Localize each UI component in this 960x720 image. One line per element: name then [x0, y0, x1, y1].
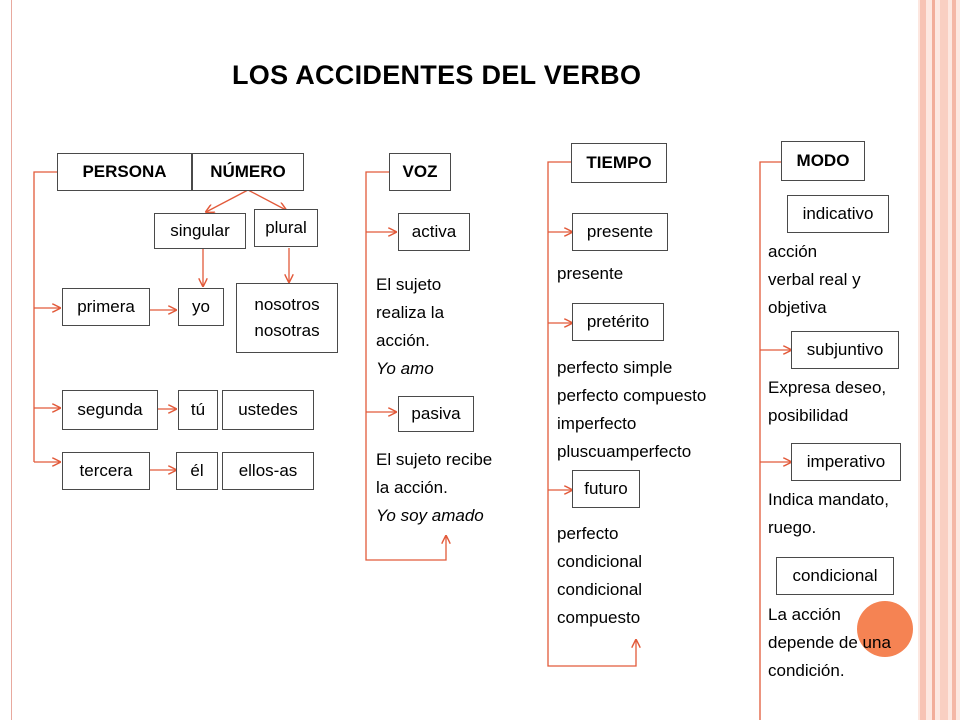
indicativo-desc-line: objetiva — [768, 298, 827, 317]
futuro-subitem: condicional — [557, 552, 643, 571]
el-box: él — [176, 452, 218, 490]
imperativo-desc-line: ruego. — [768, 518, 817, 537]
pasiva-desc-line: El sujeto recibe — [376, 450, 493, 469]
nosotros-box: nosotros nosotras — [236, 283, 338, 353]
futuro-subitems: perfecto condicional condicional compues… — [557, 520, 642, 632]
page-title: LOS ACCIDENTES DEL VERBO — [232, 60, 642, 90]
left-frame-border — [0, 0, 12, 720]
imperativo-desc-line: Indica mandato, — [768, 490, 889, 509]
nosotros-text: nosotros — [254, 295, 320, 314]
indicativo-desc-line: verbal real y — [768, 270, 861, 289]
activa-description: El sujeto realiza la acción. Yo amo — [376, 271, 444, 383]
pasiva-example: Yo soy amado — [376, 506, 484, 525]
segunda-box: segunda — [62, 390, 158, 430]
presente-box: presente — [572, 213, 668, 251]
presente-subitems: presente — [557, 260, 623, 288]
modo-header: MODO — [781, 141, 865, 181]
futuro-subitem: condicional — [557, 580, 643, 599]
persona-header: PERSONA — [57, 153, 192, 191]
plural-box: plural — [254, 209, 318, 247]
imperativo-description: Indica mandato, ruego. — [768, 486, 889, 542]
subjuntivo-box: subjuntivo — [791, 331, 899, 369]
futuro-subitem: compuesto — [557, 608, 641, 627]
ustedes-box: ustedes — [222, 390, 314, 430]
indicativo-description: acción verbal real y objetiva — [768, 238, 861, 322]
condicional-box: condicional — [776, 557, 894, 595]
condicional-desc-line: depende de una — [768, 633, 891, 652]
numero-header: NÚMERO — [192, 153, 304, 191]
voz-header: VOZ — [389, 153, 451, 191]
activa-example: Yo amo — [376, 359, 434, 378]
tiempo-header: TIEMPO — [571, 143, 667, 183]
preterito-subitem: pluscuamperfecto — [557, 442, 692, 461]
indicativo-box: indicativo — [787, 195, 889, 233]
singular-box: singular — [154, 213, 246, 249]
nosotras-text: nosotras — [254, 321, 320, 340]
tercera-box: tercera — [62, 452, 150, 490]
preterito-box: pretérito — [572, 303, 664, 341]
condicional-desc-line: condición. — [768, 661, 845, 680]
preterito-subitem: perfecto simple — [557, 358, 673, 377]
subjuntivo-description: Expresa deseo, posibilidad — [768, 374, 886, 430]
imperativo-box: imperativo — [791, 443, 901, 481]
activa-desc-line: El sujeto — [376, 275, 442, 294]
activa-box: activa — [398, 213, 470, 251]
futuro-box: futuro — [572, 470, 640, 508]
presente-subitem: presente — [557, 264, 624, 283]
subjuntivo-desc-line: Expresa deseo, — [768, 378, 887, 397]
ellos-as-box: ellos-as — [222, 452, 314, 490]
futuro-subitem: perfecto — [557, 524, 619, 543]
activa-desc-line: acción. — [376, 331, 430, 350]
subjuntivo-desc-line: posibilidad — [768, 406, 849, 425]
indicativo-desc-line: acción — [768, 242, 818, 261]
primera-box: primera — [62, 288, 150, 326]
accent-circle — [857, 601, 913, 657]
condicional-desc-line: La acción — [768, 605, 841, 624]
preterito-subitem: perfecto compuesto — [557, 386, 707, 405]
preterito-subitems: perfecto simple perfecto compuesto imper… — [557, 354, 706, 466]
pasiva-description: El sujeto recibe la acción. Yo soy amado — [376, 446, 492, 530]
preterito-subitem: imperfecto — [557, 414, 637, 433]
activa-desc-line: realiza la — [376, 303, 445, 322]
pasiva-desc-line: la acción. — [376, 478, 448, 497]
yo-box: yo — [178, 288, 224, 326]
pasiva-box: pasiva — [398, 396, 474, 432]
tu-box: tú — [178, 390, 218, 430]
right-stripe-decoration — [918, 0, 960, 720]
condicional-description: La acción depende de una condición. — [768, 601, 891, 685]
